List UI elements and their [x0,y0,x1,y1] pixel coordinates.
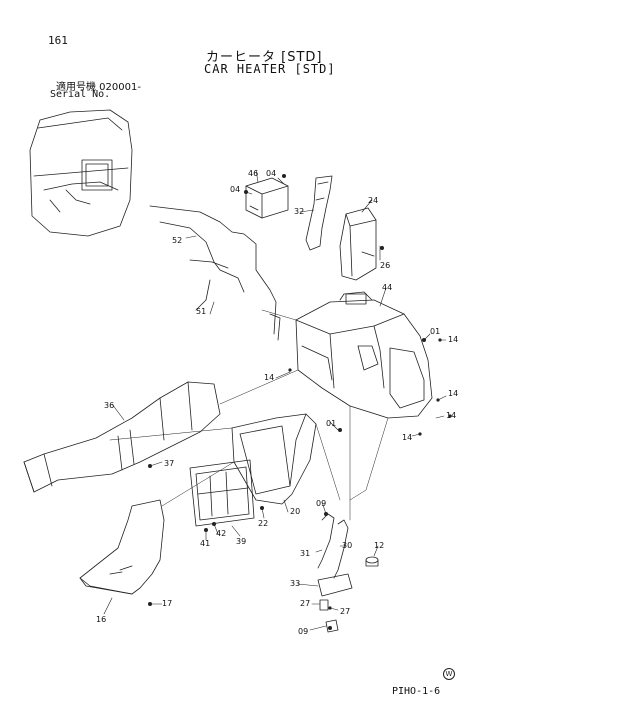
title-english: CAR HEATER [STD] [204,62,336,76]
callout-14: 14 [402,433,412,442]
callout-14: 14 [446,411,456,420]
callout-09: 09 [316,499,326,508]
callout-17: 17 [162,599,172,608]
clip-42 [212,522,216,526]
callout-14: 14 [448,335,458,344]
callout-30: 30 [342,541,352,550]
footer-code: PIHO-1-6 [392,686,441,697]
screw-27 [328,606,332,610]
callout-42: 42 [216,529,226,538]
callout-01: 01 [326,419,336,428]
callout-36: 36 [104,401,114,410]
serial-label-japanese: 適用号機 020001- [56,82,141,93]
part-36-duct [23,381,221,493]
bolt-04-a [244,190,248,194]
callout-01: 01 [430,327,440,336]
callout-26: 26 [380,261,390,270]
screw-14-d [418,432,422,436]
callout-37: 37 [164,459,174,468]
callout-09: 09 [298,627,308,636]
callout-27: 27 [300,599,310,608]
callout-24: 24 [368,196,378,205]
clip-41 [204,528,208,532]
callout-12: 12 [374,541,384,550]
screw-14-a [438,338,442,342]
callout-22: 22 [258,519,268,528]
callout-39: 39 [236,537,246,546]
part-44-heater-unit [295,291,433,419]
clamp-09-b [328,626,332,630]
screw-14-e [288,368,292,372]
callout-27: 27 [340,607,350,616]
screw-14-c [448,414,452,418]
part-16-duct [79,499,165,595]
callout-20: 20 [290,507,300,516]
callout-33: 33 [290,579,300,588]
bolt-26 [380,246,384,250]
screw-14-b [436,398,440,402]
callout-52: 52 [172,236,182,245]
page-number: 161 [48,34,68,47]
cab-overview-sketch [29,109,133,237]
part-39-filter-frame [189,459,255,527]
title-japanese: カーヒータ [STD] [206,50,323,65]
callout-51: 51 [196,307,206,316]
part-30-31-hoses [317,513,379,633]
part-51-harness [149,205,281,341]
callout-44: 44 [382,283,392,292]
callout-04: 04 [230,185,240,194]
clamp-09-a [324,512,328,516]
callout-labels: 46 04 04 32 24 52 26 44 51 01 14 14 14 3… [96,169,458,636]
part-20-cover [231,413,317,505]
clip-22 [260,506,264,510]
callout-41: 41 [200,539,210,548]
w-circle-mark: W [443,668,455,680]
callout-14: 14 [264,373,274,382]
screw-37 [148,464,152,468]
callout-31: 31 [300,549,310,558]
callout-14: 14 [448,389,458,398]
part-24-duct [339,207,377,281]
callout-46: 46 [248,169,258,178]
screw-17 [148,602,152,606]
part-46-unit [245,177,289,219]
bolt-01-a [422,338,426,342]
callout-16: 16 [96,615,106,624]
callout-32: 32 [294,207,304,216]
serial-label-english: Serial No. [50,89,111,100]
part-32-duct [305,175,333,251]
bolt-04-b [282,174,286,178]
callout-04: 04 [266,169,276,178]
bolt-01-b [338,428,342,432]
